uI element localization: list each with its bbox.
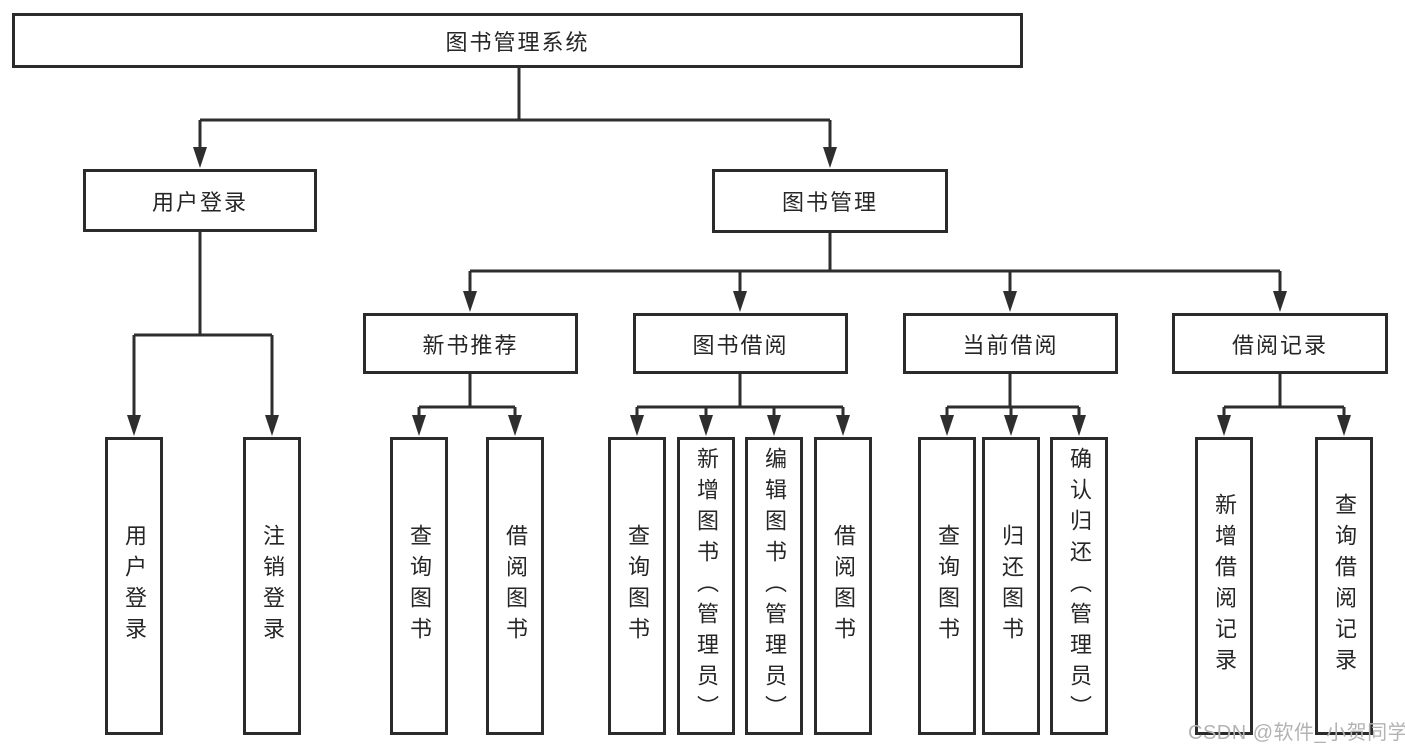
node-book-management: 图书管理: [712, 169, 948, 233]
connector-user-login-trunk: [132, 232, 274, 417]
leaf-query-borrow-record: 查询借阅记录: [1315, 437, 1373, 735]
arrow-down-icon: [1273, 291, 1287, 312]
node-current-borrow: 当前借阅: [903, 313, 1118, 374]
node-root: 图书管理系统: [12, 13, 1023, 68]
watermark-text: CSDN @软件_小贺同学: [1188, 722, 1405, 744]
connector-book-borrow-trunk: [635, 374, 845, 417]
arrow-down-icon: [1004, 415, 1018, 436]
arrow-down-icon: [940, 415, 954, 436]
leaf-query-books-1: 查询图书: [390, 437, 448, 735]
node-user-login: 用户登录: [83, 169, 317, 232]
leaf-return-books: 归还图书: [982, 437, 1040, 735]
arrowheads: [127, 147, 1351, 436]
leaf-query-books-2: 查询图书: [608, 437, 666, 735]
connector-current-borrow-trunk: [945, 374, 1081, 417]
arrow-down-icon: [767, 415, 781, 436]
node-book-borrow: 图书借阅: [633, 313, 848, 374]
leaf-add-borrow-record: 新增借阅记录: [1195, 437, 1253, 735]
arrow-down-icon: [127, 415, 141, 436]
leaf-user-login: 用户登录: [105, 437, 163, 735]
leaf-edit-book-admin: 编辑图书（管理员）: [745, 437, 803, 735]
arrow-down-icon: [508, 415, 522, 436]
node-new-book-recommend: 新书推荐: [363, 313, 578, 374]
arrow-down-icon: [733, 291, 747, 312]
arrow-down-icon: [193, 147, 207, 168]
arrow-down-icon: [1337, 415, 1351, 436]
arrow-down-icon: [699, 415, 713, 436]
arrow-down-icon: [1217, 415, 1231, 436]
leaf-confirm-return-admin: 确认归还（管理员）: [1050, 437, 1108, 735]
connector-borrow-records-trunk: [1222, 374, 1346, 417]
arrow-down-icon: [823, 147, 837, 168]
arrow-down-icon: [412, 415, 426, 436]
arrow-down-icon: [630, 415, 644, 436]
connector-root-trunk: [198, 68, 832, 149]
arrow-down-icon: [463, 291, 477, 312]
arrow-down-icon: [1003, 291, 1017, 312]
connector-new-book-trunk: [417, 374, 517, 417]
leaf-query-books-3: 查询图书: [918, 437, 976, 735]
arrow-down-icon: [265, 415, 279, 436]
arrow-down-icon: [836, 415, 850, 436]
leaf-borrow-books-1: 借阅图书: [486, 437, 544, 735]
leaf-add-book-admin: 新增图书（管理员）: [677, 437, 735, 735]
connector-book-mgmt-trunk: [468, 233, 1282, 294]
leaf-logout: 注销登录: [243, 437, 301, 735]
node-borrow-records: 借阅记录: [1172, 313, 1388, 374]
leaf-borrow-books-2: 借阅图书: [814, 437, 872, 735]
arrow-down-icon: [1072, 415, 1086, 436]
